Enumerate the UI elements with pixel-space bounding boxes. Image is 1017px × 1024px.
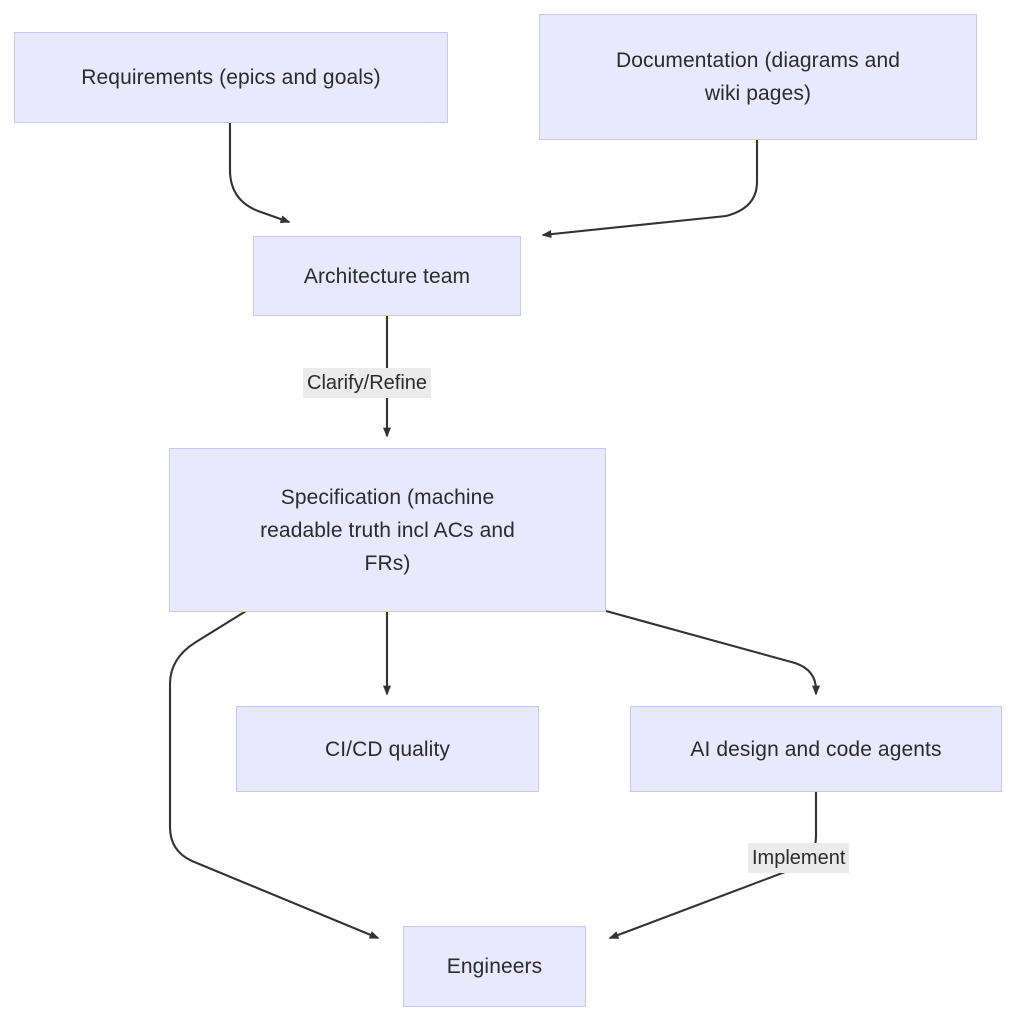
node-cicd-quality-label: CI/CD quality [324,737,450,761]
node-architecture-team[interactable]: Architecture team [253,236,521,316]
node-documentation[interactable]: Documentation (diagrams and wiki pages) [539,14,977,140]
node-ai-agents-label: AI design and code agents [690,737,942,761]
node-engineers-label: Engineers [446,955,543,978]
node-cicd-quality[interactable]: CI/CD quality [236,706,539,792]
node-specification-label: Specification (machine readable truth in… [260,485,515,575]
node-documentation-label: Documentation (diagrams and wiki pages) [615,49,901,105]
node-requirements-label: Requirements (epics and goals) [81,66,381,89]
node-engineers[interactable]: Engineers [403,926,586,1007]
node-specification[interactable]: Specification (machine readable truth in… [169,448,606,612]
edge-label-implement: Implement [748,843,850,873]
edge-label-clarify-refine: Clarify/Refine [303,368,432,398]
edge-requirements-to-architecture [228,122,291,223]
edge-specification-to-ai-agents [605,609,820,696]
node-requirements[interactable]: Requirements (epics and goals) [14,32,448,123]
node-architecture-team-label: Architecture team [303,264,471,288]
node-ai-agents[interactable]: AI design and code agents [630,706,1002,792]
edge-documentation-to-architecture [541,139,759,239]
